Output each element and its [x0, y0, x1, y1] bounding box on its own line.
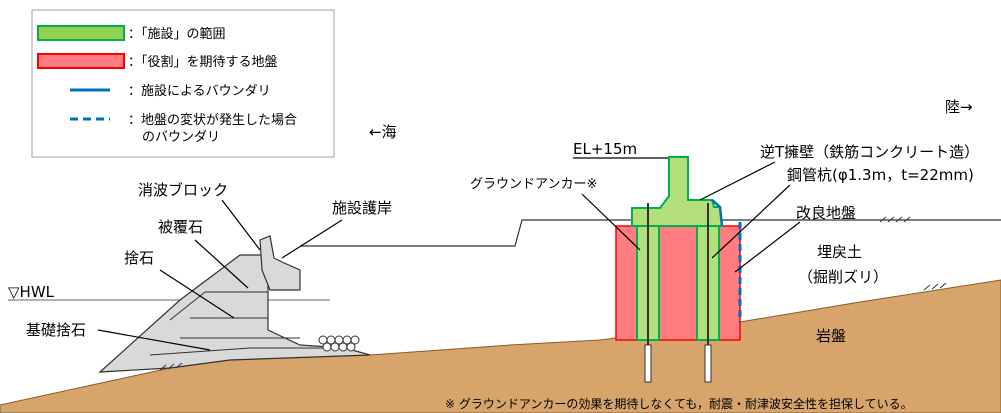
wave-block-label: 消波ブロック [138, 181, 228, 199]
improved-ground-leader [734, 221, 801, 273]
steel-pile-label: 鋼管杭(φ1.3m，t=22mm) [787, 166, 974, 184]
backfill-label: 埋戻土 [817, 243, 862, 261]
wave-block-leader [221, 199, 261, 251]
foundation-stones [318, 335, 360, 352]
legend-label-dashed-boundary-1: ：地盤の変状が発生した場合 [128, 112, 297, 128]
steel-pile-leader [711, 184, 791, 259]
retaining-wall-leader [699, 161, 776, 201]
improved-ground-label: 改良地盤 [796, 204, 856, 222]
ground-anchor-label: グラウンドアンカー※ [470, 177, 597, 192]
rubble-mound-body [98, 254, 371, 373]
land-direction-label: 陸→ [945, 98, 973, 116]
facility-boundary-solid [711, 199, 724, 227]
ground-surface-line [300, 219, 1001, 247]
legend-label-role-ground: ：「役割」を期待する地盤 [128, 54, 278, 70]
anchor-tip-left [644, 344, 652, 383]
legend-label-solid-boundary: ：施設によるバウンダリ [128, 83, 271, 99]
revetment-wall [259, 235, 301, 291]
legend-label-dashed-boundary-2: のバウンダリ [142, 130, 220, 145]
rubble-leader [159, 269, 235, 319]
revetment-label: 施設護岸 [332, 199, 392, 217]
armor-stone-leader [194, 239, 249, 289]
armor-stone-label: 被覆石 [158, 218, 203, 236]
rubble-mound [98, 254, 371, 373]
foundation-rubble-leader [97, 329, 211, 351]
ground-hatch-mark [879, 216, 911, 223]
improved-ground-area [615, 225, 741, 341]
foundation-rubble-label: 基礎捨石 [26, 321, 86, 339]
retaining-wall-label: 逆T擁壁（鉄筋コンクリート造） [760, 143, 979, 161]
rubble-layer-line-2 [169, 291, 206, 321]
bedrock-label: 岩盤 [816, 327, 846, 345]
rubble-layer-line-5 [149, 347, 345, 356]
revetment-leader [281, 219, 343, 259]
elevation-label: EL+15m [573, 140, 637, 158]
sea-direction-label: ←海 [369, 123, 397, 141]
backfill-sub-label: （掘削ズリ） [798, 268, 888, 286]
hwl-label: ▽HWL [8, 283, 55, 301]
footnote: ※ グラウンドアンカーの効果を期待しなくても，耐震・耐津波安全性を担保している。 [445, 396, 913, 411]
legend-swatch-facility-area [37, 25, 125, 41]
bedrock-hatch-mark-2 [923, 282, 947, 291]
ground-anchor-leader [581, 193, 641, 251]
rubble-label: 捨石 [124, 249, 154, 267]
legend: ：「施設」の範囲 ：「役割」を期待する地盤 ：施設によるバウンダリ ：地盤の変状… [31, 9, 335, 158]
bedrock-hatch-mark [159, 362, 183, 371]
legend-label-facility-area: ：「施設」の範囲 [128, 26, 226, 42]
legend-swatch-role-ground [37, 53, 125, 69]
anchor-tip-right [704, 344, 712, 383]
bedrock-layer [0, 279, 1001, 413]
